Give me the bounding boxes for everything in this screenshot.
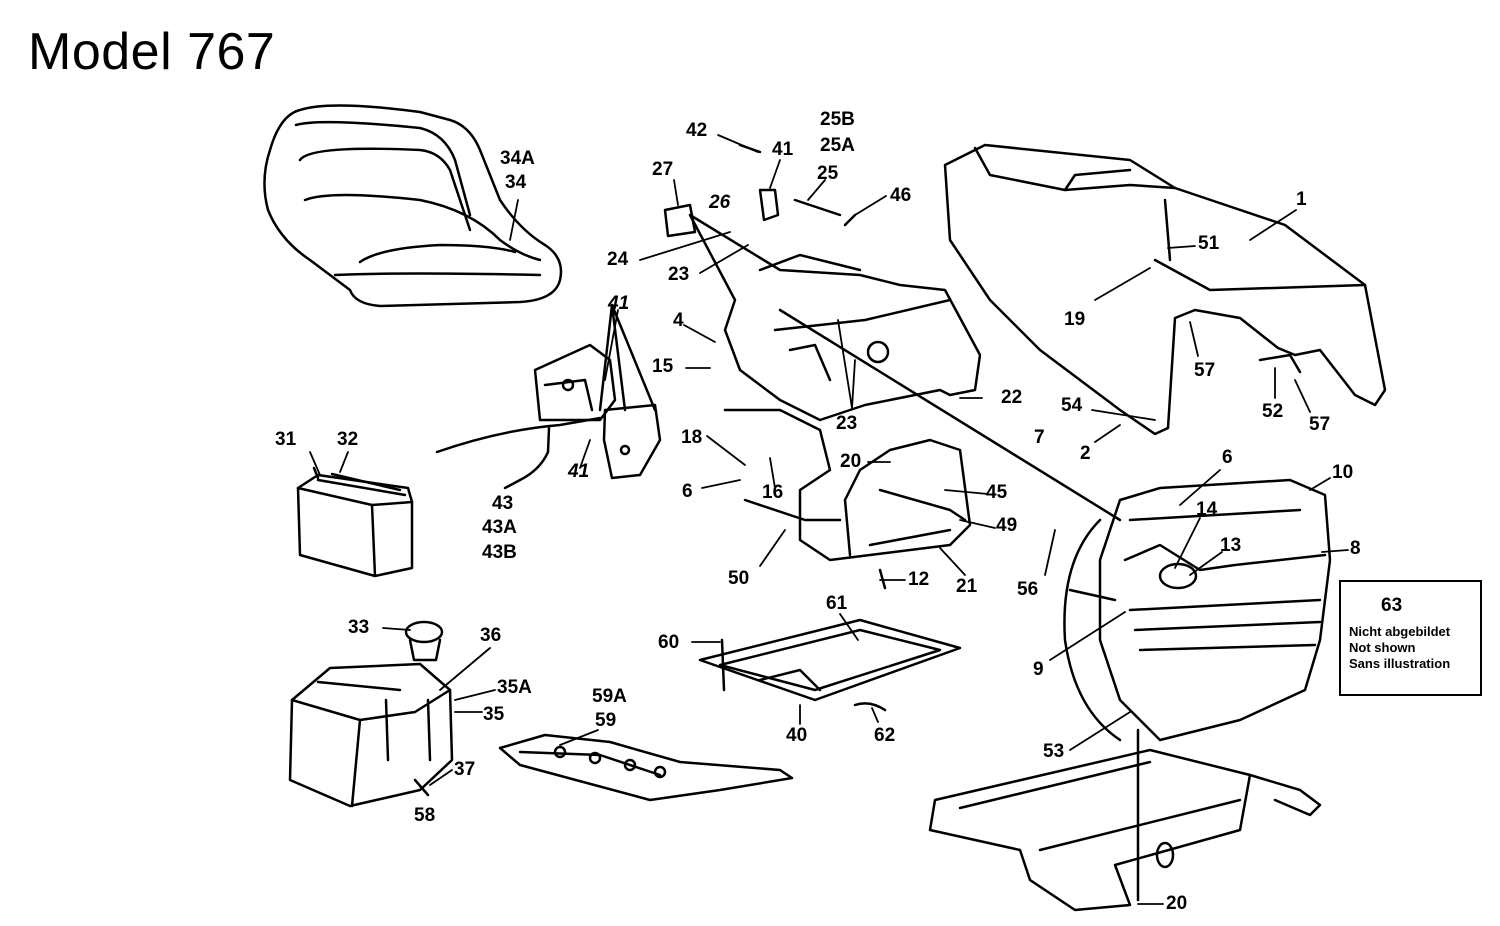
fuel-tank-drawing — [288, 620, 454, 808]
part-label-43A: 43A — [482, 517, 517, 538]
part-label-23a: 23 — [836, 413, 858, 434]
part-label-33: 33 — [348, 617, 370, 638]
part-label-41c: 41 — [568, 461, 590, 482]
part-label-43: 43 — [492, 493, 514, 514]
part-label-1: 1 — [1296, 189, 1307, 210]
part-label-60: 60 — [658, 632, 680, 653]
part-label-12: 12 — [908, 569, 930, 590]
page-title: Model 767 — [28, 23, 276, 81]
battery-drawing — [296, 466, 414, 578]
main-frame-drawing — [928, 728, 1322, 912]
note-line-en: Not shown — [1349, 640, 1416, 655]
floor-mat-drawing — [498, 733, 794, 802]
rear-frame-drawing — [723, 408, 972, 590]
part-label-56: 56 — [1017, 579, 1039, 600]
part-label-2: 2 — [1080, 443, 1091, 464]
not-shown-note-box: 63 Nicht abgebildet Not shown Sans illus… — [1339, 580, 1482, 696]
part-label-49: 49 — [996, 515, 1018, 536]
part-label-62: 62 — [874, 725, 896, 746]
part-label-41a: 41 — [772, 139, 794, 160]
part-label-36: 36 — [480, 625, 502, 646]
part-label-59A: 59A — [592, 686, 627, 707]
part-label-57b: 57 — [1309, 414, 1331, 435]
part-label-21: 21 — [956, 576, 978, 597]
part-label-19: 19 — [1064, 309, 1086, 330]
part-label-14: 14 — [1196, 499, 1218, 520]
pan-drawing — [698, 618, 962, 712]
part-label-18: 18 — [681, 427, 703, 448]
part-label-22: 22 — [1001, 387, 1023, 408]
part-label-43B: 43B — [482, 542, 517, 563]
part-label-13: 13 — [1220, 535, 1242, 556]
part-label-24: 24 — [607, 249, 629, 270]
part-label-34A: 34A — [500, 148, 535, 169]
grille-drawing — [1063, 478, 1332, 742]
part-label-45: 45 — [986, 482, 1008, 503]
part-label-4: 4 — [673, 310, 684, 331]
note-line-de: Nicht abgebildet — [1349, 624, 1451, 639]
part-label-57a: 57 — [1194, 360, 1216, 381]
part-label-46: 46 — [890, 185, 912, 206]
part-label-25A: 25A — [820, 135, 855, 156]
part-label-20b: 20 — [1166, 893, 1188, 914]
part-label-25: 25 — [817, 163, 839, 184]
part-label-37: 37 — [454, 759, 476, 780]
part-label-58: 58 — [414, 805, 436, 826]
part-label-52: 52 — [1262, 401, 1284, 422]
part-label-10: 10 — [1332, 462, 1354, 483]
part-label-40: 40 — [786, 725, 808, 746]
hood-drawing — [943, 143, 1387, 436]
steering-shaft-drawing — [778, 308, 1122, 522]
part-label-42: 42 — [686, 120, 708, 141]
part-label-23b: 23 — [668, 264, 690, 285]
part-label-35: 35 — [483, 704, 505, 725]
note-line-fr: Sans illustration — [1349, 656, 1451, 671]
part-label-35A: 35A — [497, 677, 532, 698]
part-label-34: 34 — [505, 172, 527, 193]
part-label-15: 15 — [652, 356, 674, 377]
part-label-59: 59 — [595, 710, 617, 731]
part-label-20a: 20 — [840, 451, 862, 472]
part-label-6a: 6 — [1222, 447, 1233, 468]
part-label-6b: 6 — [682, 481, 693, 502]
part-label-7: 7 — [1034, 427, 1045, 448]
cable-43-drawing — [435, 416, 602, 454]
dash-tower-drawing — [663, 143, 982, 422]
part-label-50: 50 — [728, 568, 750, 589]
part-label-16: 16 — [762, 482, 784, 503]
part-label-26: 26 — [709, 192, 731, 213]
seat-bracket-drawing — [533, 303, 662, 480]
part-label-9: 9 — [1033, 659, 1044, 680]
part-label-51: 51 — [1198, 233, 1220, 254]
part-label-27: 27 — [652, 159, 674, 180]
seat-drawing — [263, 104, 563, 308]
part-label-31: 31 — [275, 429, 297, 450]
part-label-53: 53 — [1043, 741, 1065, 762]
note-part-number: 63 — [1381, 595, 1403, 616]
leader-lines — [309, 134, 1349, 905]
part-label-32: 32 — [337, 429, 359, 450]
part-label-61: 61 — [826, 593, 848, 614]
part-label-54: 54 — [1061, 395, 1083, 416]
part-label-25B: 25B — [820, 109, 855, 130]
part-label-8: 8 — [1350, 538, 1361, 559]
part-label-41b: 41 — [608, 293, 630, 314]
